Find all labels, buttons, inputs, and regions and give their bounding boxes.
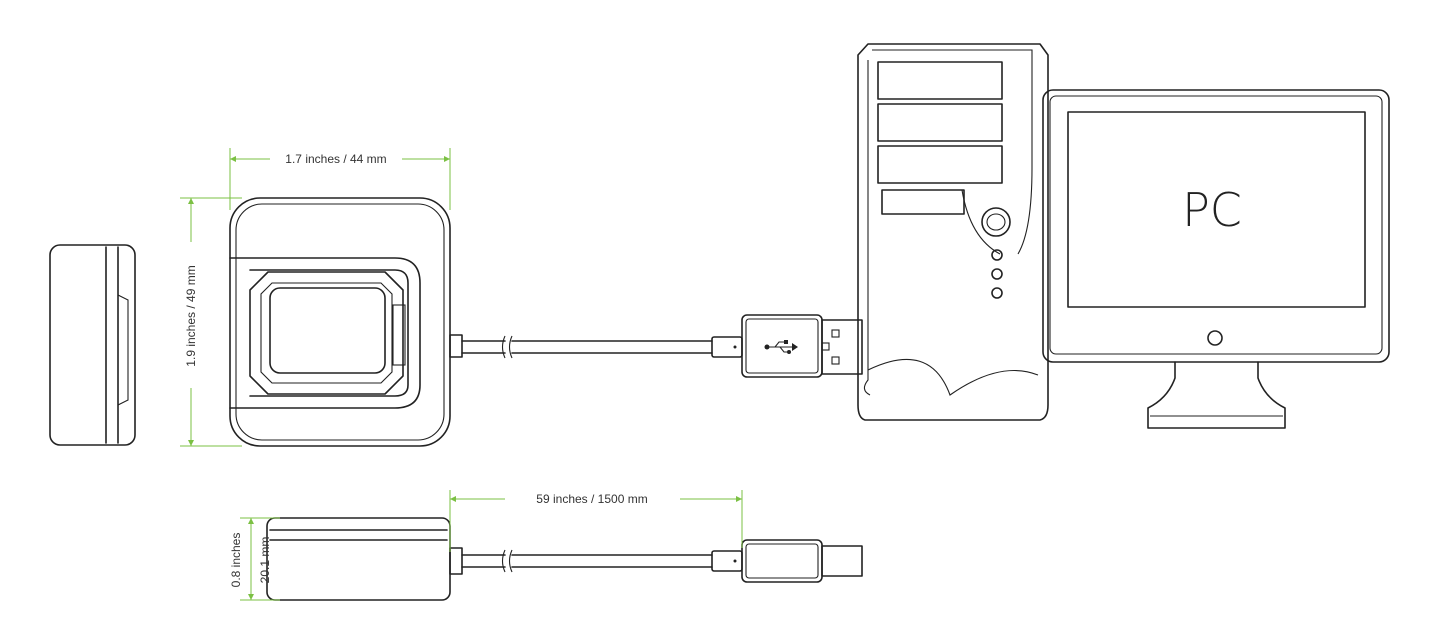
pc-label: PC [1182, 183, 1242, 237]
width-label: 1.7 inches / 44 mm [285, 152, 386, 166]
scanner-front-view [266, 517, 463, 601]
depth-mm-label: 20.1 mm [258, 537, 272, 584]
scanner-side-view [49, 244, 136, 446]
cable-length-label: 59 inches / 1500 mm [536, 492, 647, 506]
depth-inches-label: 0.8 inches [229, 533, 243, 588]
scanner-top-view [229, 197, 463, 447]
monitor [1042, 89, 1390, 429]
usb-trident-icon [764, 340, 798, 354]
height-label: 1.9 inches / 49 mm [184, 265, 198, 366]
depth-dimension [240, 517, 280, 601]
width-dimension [229, 148, 451, 210]
usb-cable-top [461, 314, 863, 378]
pc-tower [857, 43, 1049, 421]
cable-length-dimension [449, 490, 743, 552]
usb-cable-bottom [461, 539, 863, 583]
height-dimension [180, 197, 242, 447]
